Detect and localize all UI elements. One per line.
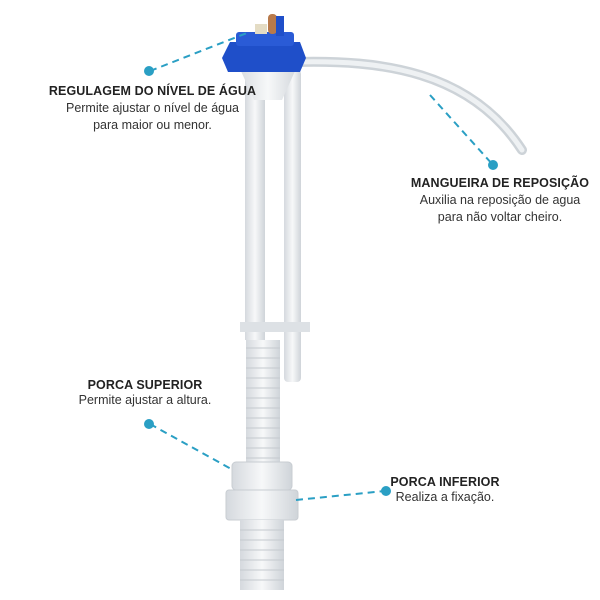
callout-connectors: [149, 32, 494, 501]
callout-dot-icon: [144, 66, 154, 76]
callout-description: para não voltar cheiro.: [437, 210, 563, 224]
callout-lower-nut: PORCA INFERIOR Realiza a fixação.: [385, 475, 505, 506]
callout-title: REGULAGEM DO NÍVEL DE ÁGUA: [48, 84, 257, 98]
callout-water-level: REGULAGEM DO NÍVEL DE ÁGUA Permite ajust…: [30, 84, 275, 134]
callout-description: Permite ajustar o nível de água: [65, 101, 240, 115]
callout-title: PORCA INFERIOR: [390, 475, 500, 489]
callout-description: Realiza a fixação.: [395, 490, 495, 504]
callout-title: PORCA SUPERIOR: [87, 378, 203, 392]
refill-hose: [291, 56, 527, 155]
callout-description: Permite ajustar a altura.: [78, 393, 212, 407]
blue-cap: [222, 14, 306, 72]
right-tube: [284, 70, 301, 382]
callout-title: MANGUEIRA DE REPOSIÇÃO: [410, 176, 590, 190]
callout-dot-icon: [144, 419, 154, 429]
callout-description: para maior ou menor.: [93, 118, 212, 132]
lower-nut: [225, 489, 299, 521]
callout-refill-hose: MANGUEIRA DE REPOSIÇÃO Auxilia na reposi…: [400, 176, 600, 226]
upper-nut: [231, 461, 293, 491]
threaded-shank: [240, 520, 284, 590]
callout-description: Auxilia na reposição de agua: [419, 193, 581, 207]
left-tube: [245, 70, 265, 340]
callout-dot-icon: [381, 486, 391, 496]
callout-dot-icon: [488, 160, 498, 170]
callout-upper-nut: PORCA SUPERIOR Permite ajustar a altura.: [55, 378, 235, 409]
corrugated-tube: [246, 340, 280, 465]
